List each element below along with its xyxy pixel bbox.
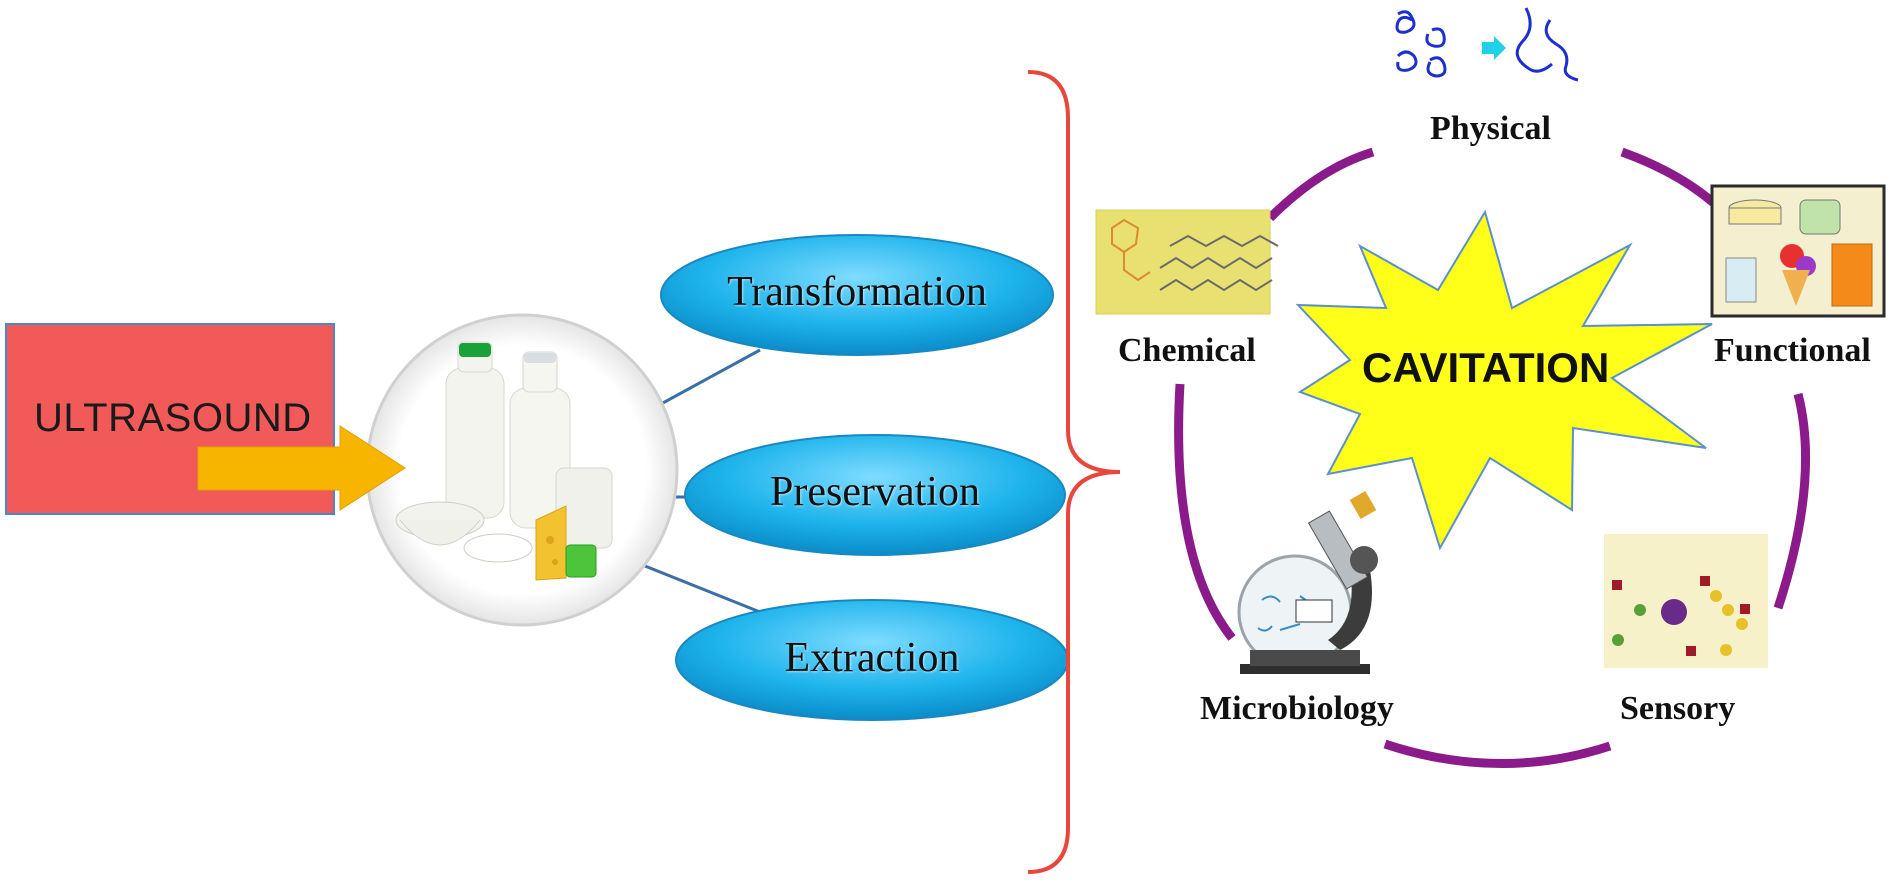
volatile-compounds-icon bbox=[1604, 534, 1768, 668]
dairy-products-image bbox=[365, 313, 679, 627]
transformation-label: Transformation bbox=[727, 269, 987, 315]
ultrasound-label: ULTRASOUND bbox=[34, 396, 312, 440]
microscope-icon bbox=[1237, 490, 1378, 674]
oval-preservation bbox=[684, 434, 1066, 556]
ultrasound-arrow bbox=[197, 425, 406, 511]
oval-transformation bbox=[660, 234, 1054, 356]
extraction-label: Extraction bbox=[784, 635, 960, 681]
functional-label: Functional bbox=[1714, 332, 1871, 369]
arrow-right-icon bbox=[1482, 36, 1506, 60]
brace-bracket bbox=[1027, 70, 1121, 874]
cavitation-starburst bbox=[1295, 209, 1713, 551]
preservation-label: Preservation bbox=[770, 469, 980, 515]
microbiology-label: Microbiology bbox=[1200, 690, 1394, 727]
functional-products-icon bbox=[1710, 184, 1886, 318]
sensory-label: Sensory bbox=[1620, 690, 1736, 727]
chemical-label: Chemical bbox=[1118, 332, 1256, 369]
cavitation-label: CAVITATION bbox=[1362, 344, 1610, 391]
physical-label: Physical bbox=[1430, 110, 1551, 147]
protein-unfolding-icon bbox=[1395, 7, 1579, 82]
molecule-structure-icon bbox=[1095, 209, 1279, 315]
effects-cycle bbox=[1174, 147, 1811, 768]
